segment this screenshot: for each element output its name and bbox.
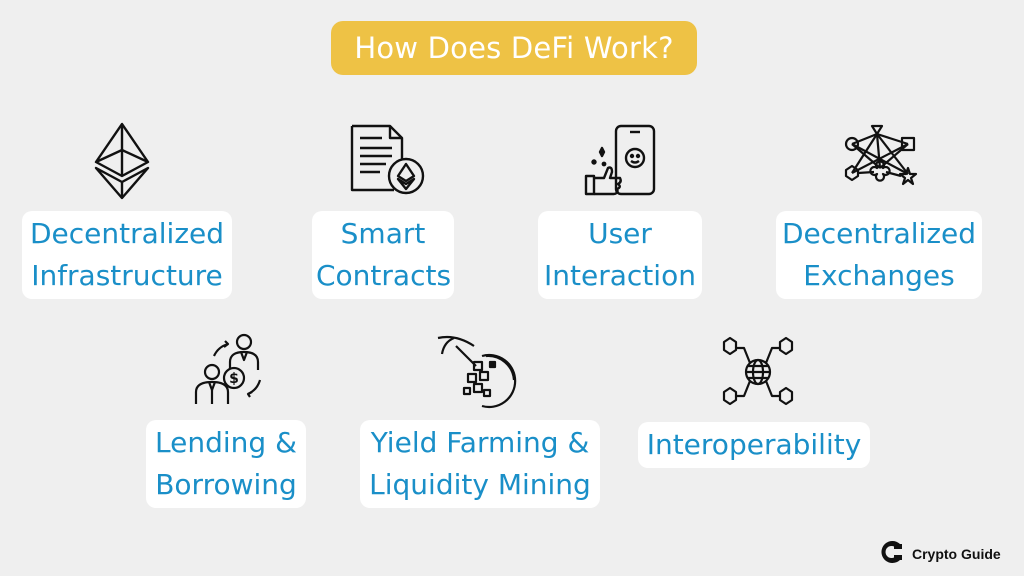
- page-title: How Does DeFi Work?: [331, 21, 697, 75]
- brand-name: Crypto Guide: [912, 546, 1001, 562]
- brand-badge: Crypto Guide: [880, 540, 1001, 568]
- label-lending-borrowing: Lending &Borrowing: [146, 420, 306, 508]
- crypto-guide-logo-icon: [880, 540, 904, 568]
- smart-contract-icon: [350, 124, 426, 196]
- pickaxe-coin-icon: [434, 332, 518, 409]
- label-interoperability: Interoperability: [638, 422, 870, 468]
- network-nodes-icon: [844, 124, 920, 190]
- user-interaction-icon: [584, 124, 658, 196]
- label-yield-farming-liquidity-mining: Yield Farming &Liquidity Mining: [360, 420, 600, 508]
- lending-borrowing-icon: $: [192, 332, 268, 406]
- ethereum-icon: [92, 122, 152, 200]
- svg-text:$: $: [229, 371, 239, 387]
- interoperability-icon: [722, 336, 794, 408]
